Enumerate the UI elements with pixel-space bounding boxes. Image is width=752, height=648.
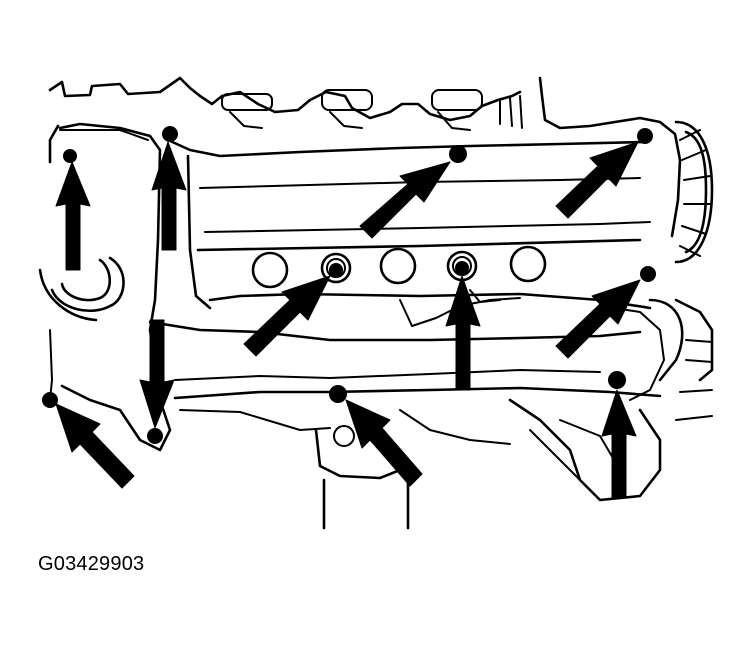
bolt-10 <box>329 385 347 403</box>
arrow-2 <box>151 141 187 251</box>
arrow-9 <box>55 403 135 489</box>
bolt-2 <box>162 126 178 142</box>
figure-id-label: G03429903 <box>38 553 145 575</box>
arrow-11 <box>601 389 637 499</box>
arrow-7 <box>555 279 641 359</box>
valve-cover-diagram <box>38 76 714 530</box>
arrow-3 <box>359 161 451 239</box>
bolt-4 <box>637 128 653 144</box>
bolt-11 <box>608 371 626 389</box>
arrow-5 <box>243 275 331 357</box>
cover-bolts <box>42 126 656 444</box>
bolt-6 <box>455 261 469 275</box>
arrow-4 <box>555 141 639 219</box>
arrow-10 <box>345 399 423 487</box>
arrow-6 <box>445 275 481 391</box>
indicator-arrows <box>55 141 641 499</box>
bolt-3 <box>449 145 467 163</box>
bolt-5 <box>329 263 343 277</box>
bolt-9 <box>147 428 163 444</box>
bolt-8 <box>42 392 58 408</box>
bolt-1 <box>63 149 77 163</box>
arrow-8 <box>139 319 175 429</box>
bolt-7 <box>640 266 656 282</box>
arrow-1 <box>55 161 91 271</box>
